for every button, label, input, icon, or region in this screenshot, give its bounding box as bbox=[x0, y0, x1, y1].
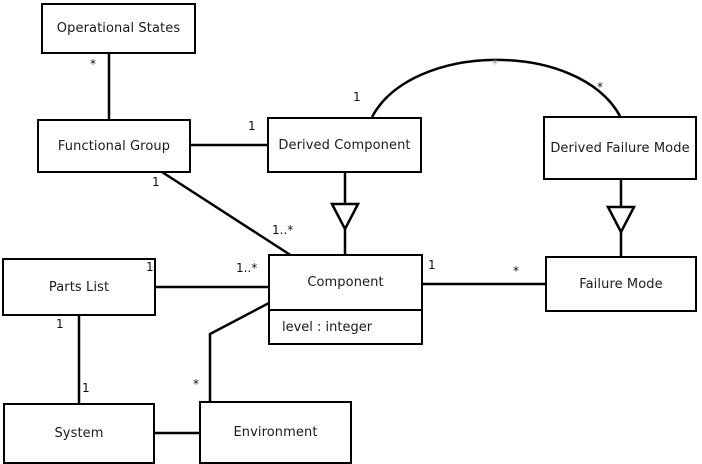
class-box-functional-group[interactable]: Functional Group bbox=[37, 119, 191, 173]
multiplicity-derived-failure-mode-arc: * bbox=[597, 80, 603, 94]
class-box-derived-component[interactable]: Derived Component bbox=[267, 117, 422, 173]
class-name-environment: Environment bbox=[233, 425, 318, 440]
multiplicity-arc-apex: * bbox=[492, 57, 498, 71]
multiplicity-functional-group-component: 1 bbox=[152, 175, 160, 189]
class-name-parts-list: Parts List bbox=[48, 279, 110, 295]
class-box-environment[interactable]: Environment bbox=[199, 401, 352, 464]
class-name-derived-failure-mode: Derived Failure Mode bbox=[550, 140, 690, 156]
multiplicity-parts-list-component: 1 bbox=[146, 260, 154, 274]
multiplicity-environment-component: * bbox=[193, 377, 199, 391]
class-name-component: Component bbox=[307, 275, 384, 290]
multiplicity-parts-list-system: 1 bbox=[56, 317, 64, 331]
edge-functionalgroup-component bbox=[161, 170, 293, 258]
class-name-operational-states: Operational States bbox=[56, 21, 181, 36]
class-box-operational-states[interactable]: Operational States bbox=[41, 3, 196, 54]
edge-environment-component bbox=[208, 301, 270, 401]
class-box-component[interactable]: Component level : integer bbox=[268, 254, 423, 345]
class-box-system[interactable]: System bbox=[3, 403, 155, 464]
class-box-failure-mode[interactable]: Failure Mode bbox=[545, 256, 697, 312]
class-name-functional-group: Functional Group bbox=[57, 138, 171, 154]
class-name-failure-mode: Failure Mode bbox=[579, 276, 663, 292]
class-box-derived-failure-mode[interactable]: Derived Failure Mode bbox=[543, 116, 697, 180]
multiplicity-operational-states: * bbox=[90, 57, 96, 71]
class-attribute-component-level: level : integer bbox=[270, 309, 421, 343]
class-name-system: System bbox=[54, 426, 104, 441]
multiplicity-component-parts-list: 1..* bbox=[236, 261, 258, 275]
multiplicity-derived-component-arc: 1 bbox=[353, 90, 361, 104]
multiplicity-functional-group-derived-component: 1 bbox=[248, 119, 256, 133]
multiplicity-component-functional-group: 1..* bbox=[272, 223, 294, 237]
generalization-triangle-component bbox=[329, 202, 361, 232]
class-name-derived-component: Derived Component bbox=[278, 137, 411, 153]
multiplicity-component-failure-mode: 1 bbox=[428, 258, 436, 272]
multiplicity-failure-mode-component: * bbox=[513, 264, 519, 278]
class-box-parts-list[interactable]: Parts List bbox=[2, 258, 156, 316]
multiplicity-system-parts-list: 1 bbox=[82, 381, 90, 395]
generalization-triangle-failuremode bbox=[605, 205, 637, 235]
